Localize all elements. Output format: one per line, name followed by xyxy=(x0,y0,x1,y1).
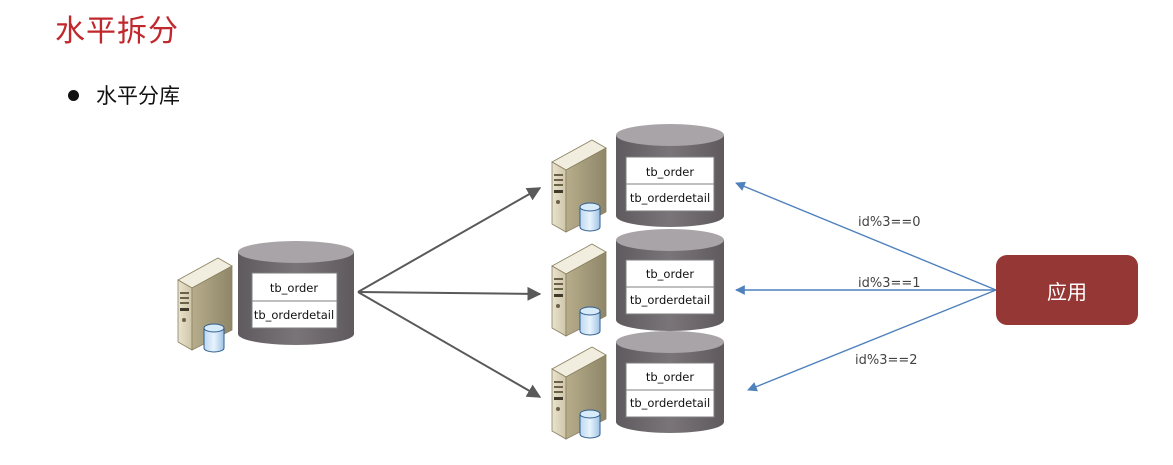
application-node: 应用 xyxy=(996,255,1138,325)
rule-label-0: id%3==0 xyxy=(858,215,921,230)
shard-0-server-icon xyxy=(551,139,607,233)
shard-0-table-1: tb_orderdetail xyxy=(630,191,710,205)
bullet-text: 水平分库 xyxy=(96,84,180,108)
arrow-source-to-shard-0 xyxy=(357,187,542,293)
application-label: 应用 xyxy=(1047,279,1087,304)
shard-2-server-icon xyxy=(551,346,607,440)
shard-2-table-0: tb_order xyxy=(646,370,694,384)
shard-1-server-icon xyxy=(551,243,607,337)
rule-label-2: id%3==2 xyxy=(855,353,918,368)
arrow-source-to-shard-2 xyxy=(357,291,542,398)
shard-database-0: tb_order tb_orderdetail xyxy=(551,124,724,233)
shard-database-2: tb_order tb_orderdetail xyxy=(551,331,724,440)
source-server-icon xyxy=(177,257,233,353)
bullet-item: 水平分库 xyxy=(68,80,180,110)
arrow-app-to-shard-2 xyxy=(747,289,997,392)
shard-2-table-1: tb_orderdetail xyxy=(630,396,710,410)
bullet-dot xyxy=(68,89,79,101)
shard-1-table-0: tb_order xyxy=(646,267,694,281)
shard-1-table-1: tb_orderdetail xyxy=(630,293,710,307)
arrow-source-to-shard-1 xyxy=(357,286,542,301)
source-table-0: tb_order xyxy=(270,281,318,295)
shard-database-1: tb_order tb_orderdetail xyxy=(551,229,724,337)
source-database: tb_order tb_orderdetail xyxy=(177,241,354,353)
rule-label-1: id%3==1 xyxy=(858,276,921,291)
source-table-1: tb_orderdetail xyxy=(254,308,334,322)
arrow-app-to-shard-0 xyxy=(735,181,997,291)
page-title: 水平拆分 xyxy=(55,14,179,49)
shard-0-table-0: tb_order xyxy=(646,165,694,179)
